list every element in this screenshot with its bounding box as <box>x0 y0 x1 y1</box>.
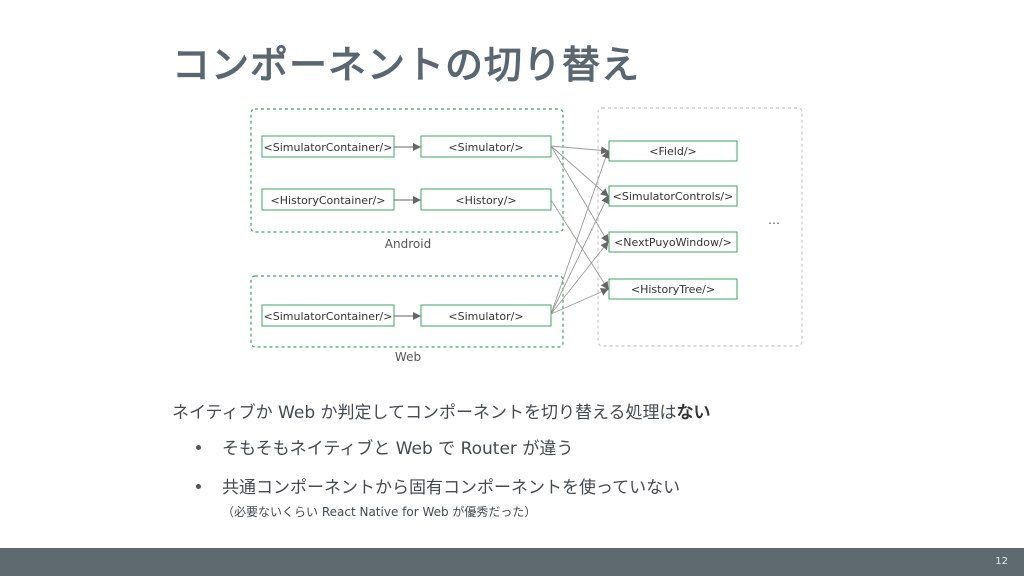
edge-history-to-historytree <box>550 199 609 290</box>
simulator-controls-node <box>608 185 738 207</box>
web-simulator-node <box>420 304 552 327</box>
component-diagram: Android Web … <SimulatorContainer/> <Sim… <box>250 107 803 364</box>
edge-web-simulator-to-controls <box>550 195 609 315</box>
bullet-dot-2 <box>196 484 201 489</box>
android-history-container-label: <HistoryContainer/> <box>270 194 385 207</box>
history-tree-label: <HistoryTree/> <box>631 283 715 296</box>
edge-android-simulator-to-nextpuyo <box>550 145 609 243</box>
next-puyo-window-label: <NextPuyoWindow/> <box>614 236 732 249</box>
footer-bar: 12 <box>0 548 1024 576</box>
android-group <box>250 108 564 233</box>
page-number: 12 <box>995 556 1008 567</box>
bullet-item-1: そもそもネイティブと Web で Router が違う <box>222 439 574 459</box>
edge-web-simulator-to-historytree <box>550 288 609 315</box>
bullet-dot-1 <box>196 445 201 450</box>
field-label: <Field/> <box>649 145 697 158</box>
ellipsis-label: … <box>768 213 780 227</box>
android-history-label: <History/> <box>455 194 516 207</box>
web-simulator-label: <Simulator/> <box>448 310 523 323</box>
android-history-node <box>420 188 552 211</box>
history-tree-node <box>608 278 738 300</box>
summary-text: ネイティブか Web か判定してコンポーネントを切り替える処理はない <box>172 398 711 423</box>
web-group <box>250 275 564 348</box>
edge-web-simulator-to-field <box>550 150 610 315</box>
edge-android-simulator-to-controls <box>550 145 609 197</box>
web-simulator-container-label: <SimulatorContainer/> <box>264 310 393 323</box>
summary-prefix: ネイティブか Web か判定してコンポーネントを切り替える処理は <box>172 403 677 423</box>
next-puyo-window-node <box>608 231 738 253</box>
bullet-item-2: 共通コンポーネントから固有コンポーネントを使っていない <box>222 478 681 498</box>
edge-web-simulator-to-nextpuyo <box>550 241 609 315</box>
simulator-controls-label: <SimulatorControls/> <box>613 190 734 203</box>
edge-android-simulator-to-field <box>550 145 609 155</box>
android-group-label: Android <box>385 237 431 251</box>
summary-bold: ない <box>676 403 711 423</box>
android-simulator-label: <Simulator/> <box>448 141 523 154</box>
web-group-label: Web <box>395 350 421 364</box>
android-simulator-container-label: <SimulatorContainer/> <box>264 141 393 154</box>
shared-components-group <box>597 107 803 347</box>
slide-title: コンポーネントの切り替え <box>172 43 641 87</box>
note-text: （必要ないくらい React Native for Web が優秀だった） <box>222 505 537 519</box>
